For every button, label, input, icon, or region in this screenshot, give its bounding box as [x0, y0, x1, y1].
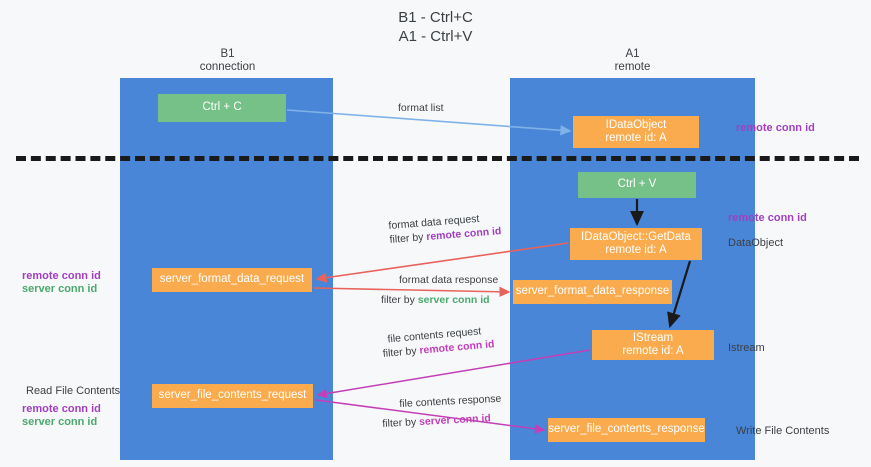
annotation-left-remote-conn-id-2: remote conn id [22, 403, 101, 415]
annotation-write-file-contents: Write File Contents [736, 425, 830, 437]
page-title-text: B1 - Ctrl+C A1 - Ctrl+V [398, 9, 473, 45]
node-istream-label: IStream [632, 331, 674, 344]
node-idataobject-sublabel: remote id: A [605, 132, 667, 144]
node-server-file-contents-response-label: server_file_contents_response [548, 423, 705, 436]
node-server-file-contents-request-label: server_file_contents_request [158, 389, 307, 402]
node-server-file-contents-response[interactable]: server_file_contents_response [548, 418, 705, 442]
edge-label-format-list-text: format list [398, 102, 444, 114]
node-getdata-sublabel: remote id: A [605, 244, 667, 256]
annotation-dataobject: DataObject [728, 237, 784, 249]
edge-label-format-data-request-filter-prefix: filter by [389, 231, 427, 246]
edge-label-file-contents-response-filter-prefix: filter by [382, 416, 420, 430]
swimlane-a1-title: A1 [625, 48, 640, 60]
node-ctrl-c-label: Ctrl + C [202, 101, 242, 114]
edge-label-format-data-response: format data response filter by server co… [381, 273, 498, 307]
page-title: B1 - Ctrl+C A1 - Ctrl+V [0, 8, 871, 46]
node-server-format-data-response-label: server_format_data_response [515, 285, 670, 298]
edge-label-file-contents-request: file contents request filter by remote c… [381, 323, 495, 361]
node-ctrl-v-label: Ctrl + V [617, 178, 657, 191]
edge-label-format-data-response-text: format data response [399, 274, 499, 286]
phase-divider [16, 156, 859, 161]
edge-label-format-data-request: format data request filter by remote con… [388, 210, 502, 247]
node-idataobject-getdata[interactable]: IDataObject::GetData remote id: A [570, 228, 702, 260]
node-istream-sublabel: remote id: A [622, 345, 684, 357]
swimlane-header-a1: A1 remote [555, 48, 710, 74]
edge-label-file-contents-response: file contents response filter by server … [381, 392, 503, 431]
annotation-left-server-conn-id-2: server conn id [22, 416, 98, 428]
node-server-file-contents-request[interactable]: server_file_contents_request [152, 384, 313, 408]
swimlane-b1-subtitle: connection [199, 61, 256, 73]
node-idataobject[interactable]: IDataObject remote id: A [573, 116, 699, 148]
node-getdata-label: IDataObject::GetData [581, 230, 691, 243]
swimlane-b1-title: B1 [220, 48, 235, 60]
node-idataobject-label: IDataObject [605, 118, 667, 131]
node-istream[interactable]: IStream remote id: A [592, 330, 714, 360]
swimlane-a1-subtitle: remote [614, 61, 651, 73]
annotation-remote-conn-id-top: remote conn id [736, 122, 815, 134]
edge-label-format-data-response-filter-prefix: filter by [381, 294, 418, 306]
annotation-istream: Istream [728, 342, 765, 354]
annotation-read-file-contents: Read File Contents [26, 385, 121, 397]
node-server-format-data-response[interactable]: server_format_data_response [513, 280, 672, 304]
edge-label-format-list: format list [398, 101, 444, 115]
edge-label-format-data-response-filter-key: server conn id [417, 294, 490, 306]
annotation-left-server-conn-id-1: server conn id [22, 283, 98, 295]
node-ctrl-v[interactable]: Ctrl + V [578, 172, 696, 198]
annotation-left-remote-conn-id-1: remote conn id [22, 270, 101, 282]
edge-label-file-contents-response-filter-key: server conn id [418, 412, 492, 429]
annotation-remote-conn-id-mid: remote conn id [728, 212, 807, 224]
edge-label-file-contents-request-filter-prefix: filter by [382, 344, 420, 360]
node-ctrl-c[interactable]: Ctrl + C [158, 94, 286, 122]
swimlane-header-b1: B1 connection [150, 48, 305, 74]
node-server-format-data-request[interactable]: server_format_data_request [152, 268, 312, 292]
node-server-format-data-request-label: server_format_data_request [159, 273, 305, 286]
